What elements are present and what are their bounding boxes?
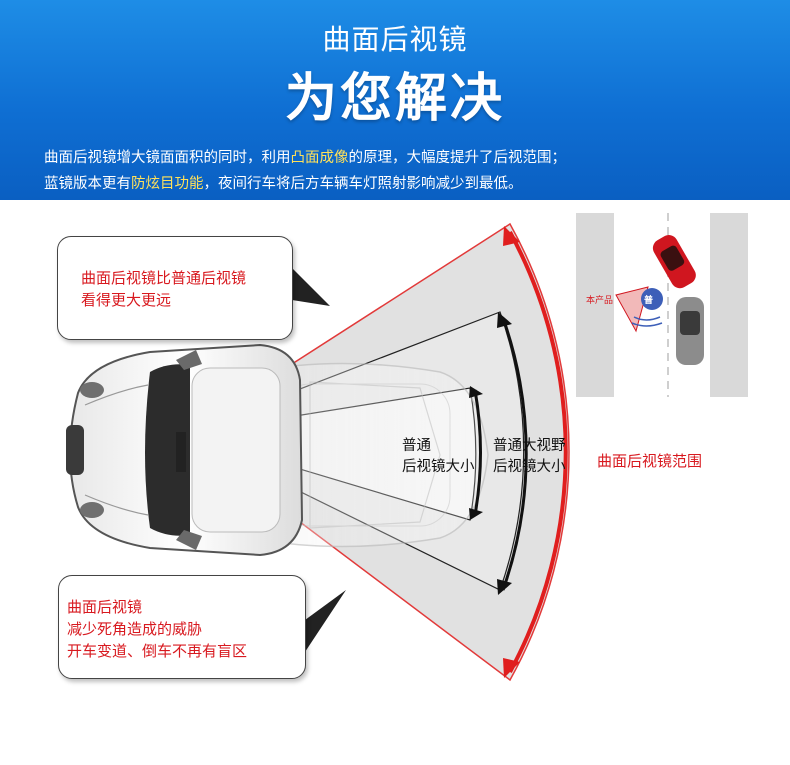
highlight-convex-imaging: 凸面成像 — [290, 150, 349, 166]
normal-arc-arrow-top — [469, 386, 483, 398]
callout-bottom-line-2: 减少死角造成的威胁 — [67, 620, 203, 638]
product-label: 本产品 — [586, 296, 614, 306]
wide-arc-arrow-bottom — [497, 579, 512, 595]
main-car-top-view — [66, 343, 304, 557]
banner-description-line-2: 蓝镜版本更有防炫目功能，夜间行车将后方车辆车灯照射影响减少到最低。 — [44, 176, 523, 192]
curved-arc-arrow-top — [503, 226, 520, 246]
callout-top-line-2: 看得更大更远 — [81, 291, 172, 309]
mirror-view-diagram — [66, 222, 570, 682]
curved-range-arc — [508, 231, 568, 673]
curved-range-label: 曲面后视镜范围 — [597, 452, 703, 470]
normal-label-line-1: 普通 — [402, 438, 431, 454]
red-car-icon — [652, 235, 696, 289]
banner-headline: 为您解决 — [284, 69, 505, 129]
normal-mirror-badge — [641, 288, 663, 310]
banner-description-line-1: 曲面后视镜增大镜面面积的同时，利用凸面成像的原理，大幅度提升了后视范围； — [44, 150, 566, 166]
highlight-anti-glare: 防炫目功能 — [131, 176, 204, 192]
wide-arc-arrow-top — [497, 312, 512, 328]
wide-label-line-2: 后视镜大小 — [493, 459, 566, 475]
callout-top-line-1: 曲面后视镜比普通后视镜 — [81, 269, 247, 287]
badge-text: 普 — [644, 296, 654, 306]
header-banner: 曲面后视镜 为您解决 曲面后视镜增大镜面面积的同时，利用凸面成像的原理，大幅度提… — [0, 0, 790, 200]
normal-range-arc — [473, 389, 482, 516]
bottom-callout-tail — [305, 590, 346, 652]
callout-bottom-line-3: 开车变道、倒车不再有盲区 — [67, 642, 248, 660]
normal-label-line-2: 后视镜大小 — [402, 459, 475, 475]
grey-car-icon — [676, 297, 704, 365]
wide-mirror-label: 普通大视野 后视镜大小 — [493, 436, 566, 478]
road-scene-inset — [576, 213, 748, 397]
callout-blind-spot: 曲面后视镜 减少死角造成的威胁 开车变道、倒车不再有盲区 — [58, 575, 306, 679]
callout-wider-view: 曲面后视镜比普通后视镜 看得更大更远 — [57, 236, 293, 340]
callout-bottom-line-1: 曲面后视镜 — [67, 598, 143, 616]
mirror-fan-inset — [615, 286, 649, 333]
top-callout-tail — [292, 268, 330, 306]
curved-arc-arrow-bottom — [503, 658, 520, 678]
wide-range-arc — [501, 317, 528, 591]
normal-mirror-label: 普通 后视镜大小 — [402, 436, 475, 478]
normal-arc-arrow-bottom — [469, 508, 483, 520]
banner-title: 曲面后视镜 — [322, 23, 468, 56]
wide-label-line-1: 普通大视野 — [493, 438, 566, 454]
